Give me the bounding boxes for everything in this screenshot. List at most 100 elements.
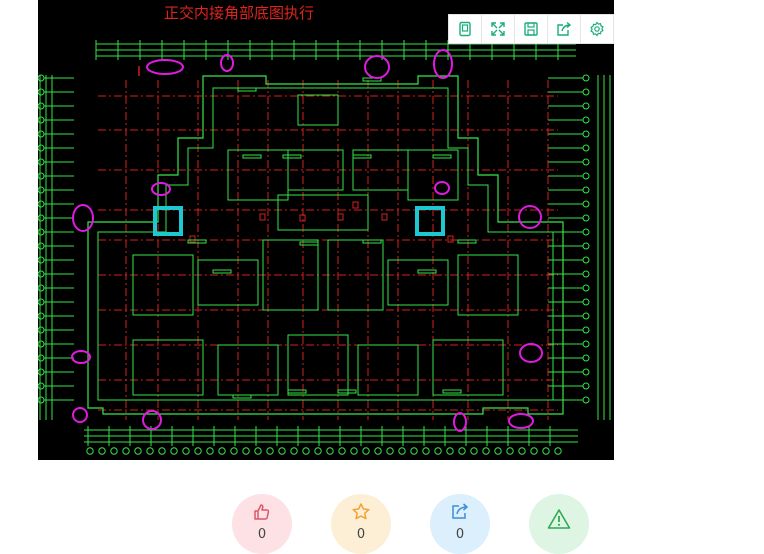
axis-bubble-bottom [110,447,118,455]
highlight-box [153,206,183,236]
axis-bubble-left [38,228,45,236]
axis-bubble-right [582,74,590,82]
annotation-text [212,269,232,274]
axis-bubble-right [582,312,590,320]
marker-ellipse [519,343,543,363]
axis-bubble-right [582,130,590,138]
axis-bubble-right [582,102,590,110]
favorite-count: 0 [356,527,366,542]
share-action-button[interactable]: 0 [430,494,490,554]
share-button[interactable] [548,15,581,43]
annotation-text [352,154,372,159]
annotation-text [187,239,207,244]
cad-drawing-viewer[interactable]: 正交内接角部底图执行 [38,0,614,460]
marker-ellipse [151,182,171,196]
room-wall [327,239,384,311]
settings-icon [590,21,604,37]
annotation-text [337,389,357,394]
room-wall [197,259,259,306]
room-wall [297,94,339,126]
settings-button[interactable] [581,15,613,43]
axis-bubble-bottom [254,447,262,455]
axis-bubble-bottom [506,447,514,455]
axis-bubble-bottom [350,447,358,455]
axis-bubble-right [582,186,590,194]
axis-bubble-bottom [194,447,202,455]
axis-bubble-bottom [458,447,466,455]
axis-bubble-bottom [314,447,322,455]
annotation-text [299,241,319,246]
marker-ellipse [72,204,94,232]
axis-bubble-bottom [170,447,178,455]
axis-bubble-left [38,312,45,320]
axis-bubble-right [582,326,590,334]
action-bar: 0 0 0 [0,492,764,554]
axis-bubble-left [38,172,45,180]
axis-bubble-right [582,214,590,222]
annotation-text [362,239,382,244]
room-wall [287,149,344,191]
room-wall [457,254,519,316]
column [299,214,306,222]
axis-bubble-right [582,396,590,404]
interior-wall [97,87,554,401]
annotation-text [417,269,437,274]
like-button[interactable]: 0 [232,494,292,554]
annotation-text [237,87,257,92]
axis-bubble-bottom [230,447,238,455]
axis-bubble-left [38,396,45,404]
axis-bubble-right [582,172,590,180]
axis-bubble-bottom [422,447,430,455]
axis-bubble-left [38,270,45,278]
marker-ellipse [71,350,91,364]
marker-ellipse [508,413,534,429]
save-button[interactable] [515,15,548,43]
axis-bubble-left [38,298,45,306]
star-icon [352,503,370,520]
axis-bubble-bottom [266,447,274,455]
report-button[interactable] [529,494,589,554]
axis-bubble-bottom [398,447,406,455]
room-wall [262,239,319,311]
axis-bubble-bottom [242,447,250,455]
room-wall [217,344,279,396]
axis-bubble-right [582,116,590,124]
axis-bubble-bottom [446,447,454,455]
room-wall [132,339,204,396]
axis-bubble-bottom [470,447,478,455]
axis-bubble-left [38,74,45,82]
axis-bubble-left [38,368,45,376]
axis-bubble-right [582,242,590,250]
column [189,235,196,243]
column [337,213,344,221]
axis-bubble-right [582,256,590,264]
axis-bubble-bottom [410,447,418,455]
page-view-button[interactable] [449,15,482,43]
marker-ellipse [453,412,467,432]
axis-bubble-bottom [122,447,130,455]
axis-bubble-right [582,354,590,362]
room-wall [357,344,419,396]
axis-bubble-bottom [302,447,310,455]
share-icon [557,21,572,36]
axis-bubble-right [582,228,590,236]
axis-bubble-bottom [206,447,214,455]
axis-bubble-right [582,158,590,166]
like-count: 0 [257,527,267,542]
axis-bubble-right [582,340,590,348]
axis-bubble-left [38,326,45,334]
fullscreen-button[interactable] [482,15,515,43]
room-wall [287,334,349,396]
column [447,235,454,243]
favorite-button[interactable]: 0 [331,494,391,554]
cad-floor-plan [38,40,611,455]
axis-bubble-right [582,284,590,292]
marker-ellipse [433,49,453,79]
axis-bubble-right [582,298,590,306]
room-wall [432,339,504,396]
axis-bubble-bottom [518,447,526,455]
viewer-toolbar [448,14,614,44]
column [352,201,359,209]
exterior-wall [87,75,564,415]
axis-bubble-left [38,116,45,124]
